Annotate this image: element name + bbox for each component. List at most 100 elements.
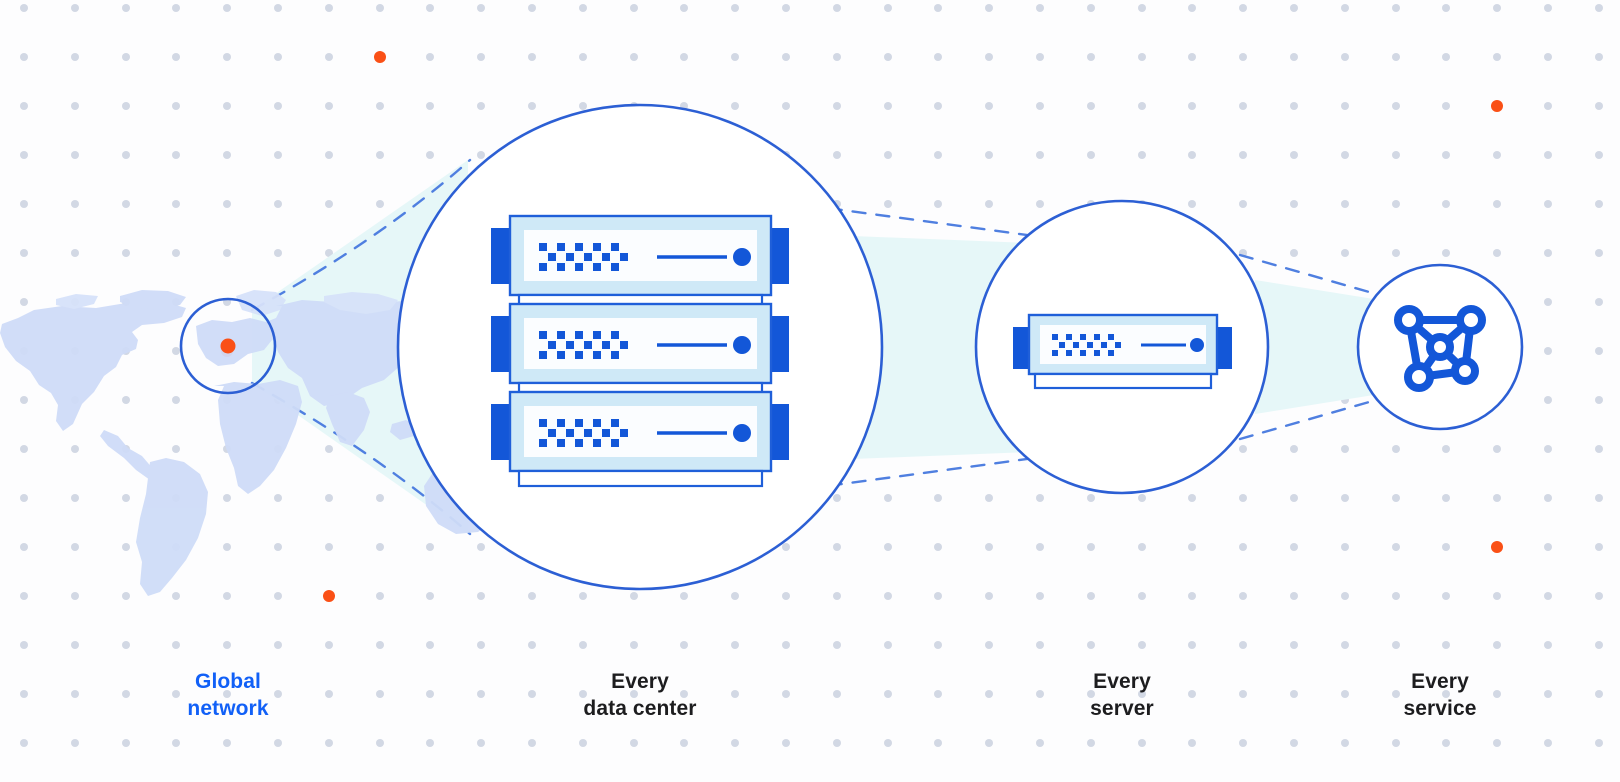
grid-dot [71,200,79,208]
grid-dot [680,739,688,747]
grid-dot [1595,543,1603,551]
grid-dot [172,53,180,61]
grid-dot [782,641,790,649]
grid-dot [1341,641,1349,649]
grid-dot [579,4,587,12]
grid-dot [1036,543,1044,551]
grid-dot [325,445,333,453]
grid-dot [833,641,841,649]
grid-dot [1188,200,1196,208]
grid-dot [122,53,130,61]
grid-dot [934,53,942,61]
grid-dot [223,200,231,208]
grid-dot [731,53,739,61]
grid-dot [680,53,688,61]
grid-dot [1138,102,1146,110]
grid-dot [1493,249,1501,257]
grid-dot [426,53,434,61]
grid-dot [172,739,180,747]
grid-dot [680,641,688,649]
grid-dot [579,739,587,747]
grid-dot [884,4,892,12]
grid-dot [122,4,130,12]
grid-dot [985,739,993,747]
grid-dot [934,102,942,110]
grid-dot [782,543,790,551]
grid-dot [1544,690,1552,698]
grid-dot [1239,151,1247,159]
grid-dot [1188,53,1196,61]
grid-dot [1595,249,1603,257]
grid-dot [376,494,384,502]
grid-dot [884,592,892,600]
grid-dot [274,102,282,110]
grid-dot [782,53,790,61]
grid-dot [477,102,485,110]
grid-dot [1544,298,1552,306]
grid-dot [1138,690,1146,698]
grid-dot [1544,151,1552,159]
grid-dot [1087,53,1095,61]
grid-dot [325,641,333,649]
grid-dot [833,592,841,600]
grid-dot [71,641,79,649]
grid-dot [274,690,282,698]
grid-dot [20,592,28,600]
grid-dot [20,641,28,649]
grid-dot [376,690,384,698]
grid-dot [1493,641,1501,649]
grid-dot [1341,690,1349,698]
grid-dot [122,543,130,551]
grid-dot [1087,641,1095,649]
grid-dot [1442,494,1450,502]
grid-dot [934,543,942,551]
grid-dot [172,396,180,404]
grid-dot [833,543,841,551]
grid-dot [630,690,638,698]
grid-dot [1493,151,1501,159]
grid-dot [1188,739,1196,747]
grid-dot [274,592,282,600]
grid-dot [1138,543,1146,551]
grid-dot [833,739,841,747]
grid-dot [274,641,282,649]
grid-dot [20,690,28,698]
grid-dot [1595,151,1603,159]
grid-dot [680,4,688,12]
grid-dot [1087,4,1095,12]
grid-dot [71,494,79,502]
grid-dot [1036,690,1044,698]
grid-dot [172,690,180,698]
grid-dot [1392,690,1400,698]
grid-dot [325,151,333,159]
grid-dot [528,53,536,61]
grid-dot [1341,494,1349,502]
grid-dot [1544,592,1552,600]
grid-dot [1493,739,1501,747]
grid-dot [833,4,841,12]
grid-dot [122,200,130,208]
grid-dot [71,4,79,12]
grid-dot [833,151,841,159]
grid-dot [325,739,333,747]
grid-dot [1544,4,1552,12]
grid-dot [1392,200,1400,208]
grid-dot [884,641,892,649]
grid-dot [376,102,384,110]
grid-dot [782,690,790,698]
grid-dot [1290,690,1298,698]
grid-dot [630,53,638,61]
grid-dot [477,739,485,747]
grid-dot [782,592,790,600]
grid-dot [376,641,384,649]
connector-datacenter-to-server [803,203,1044,491]
grid-dot [1595,494,1603,502]
grid-dot [985,494,993,502]
server-rack-icon [491,214,789,488]
grid-dot [1138,592,1146,600]
grid-dot [20,396,28,404]
node-bottom-left [1404,362,1434,392]
grid-dot [1290,151,1298,159]
grid-dot [985,53,993,61]
grid-dot [274,200,282,208]
